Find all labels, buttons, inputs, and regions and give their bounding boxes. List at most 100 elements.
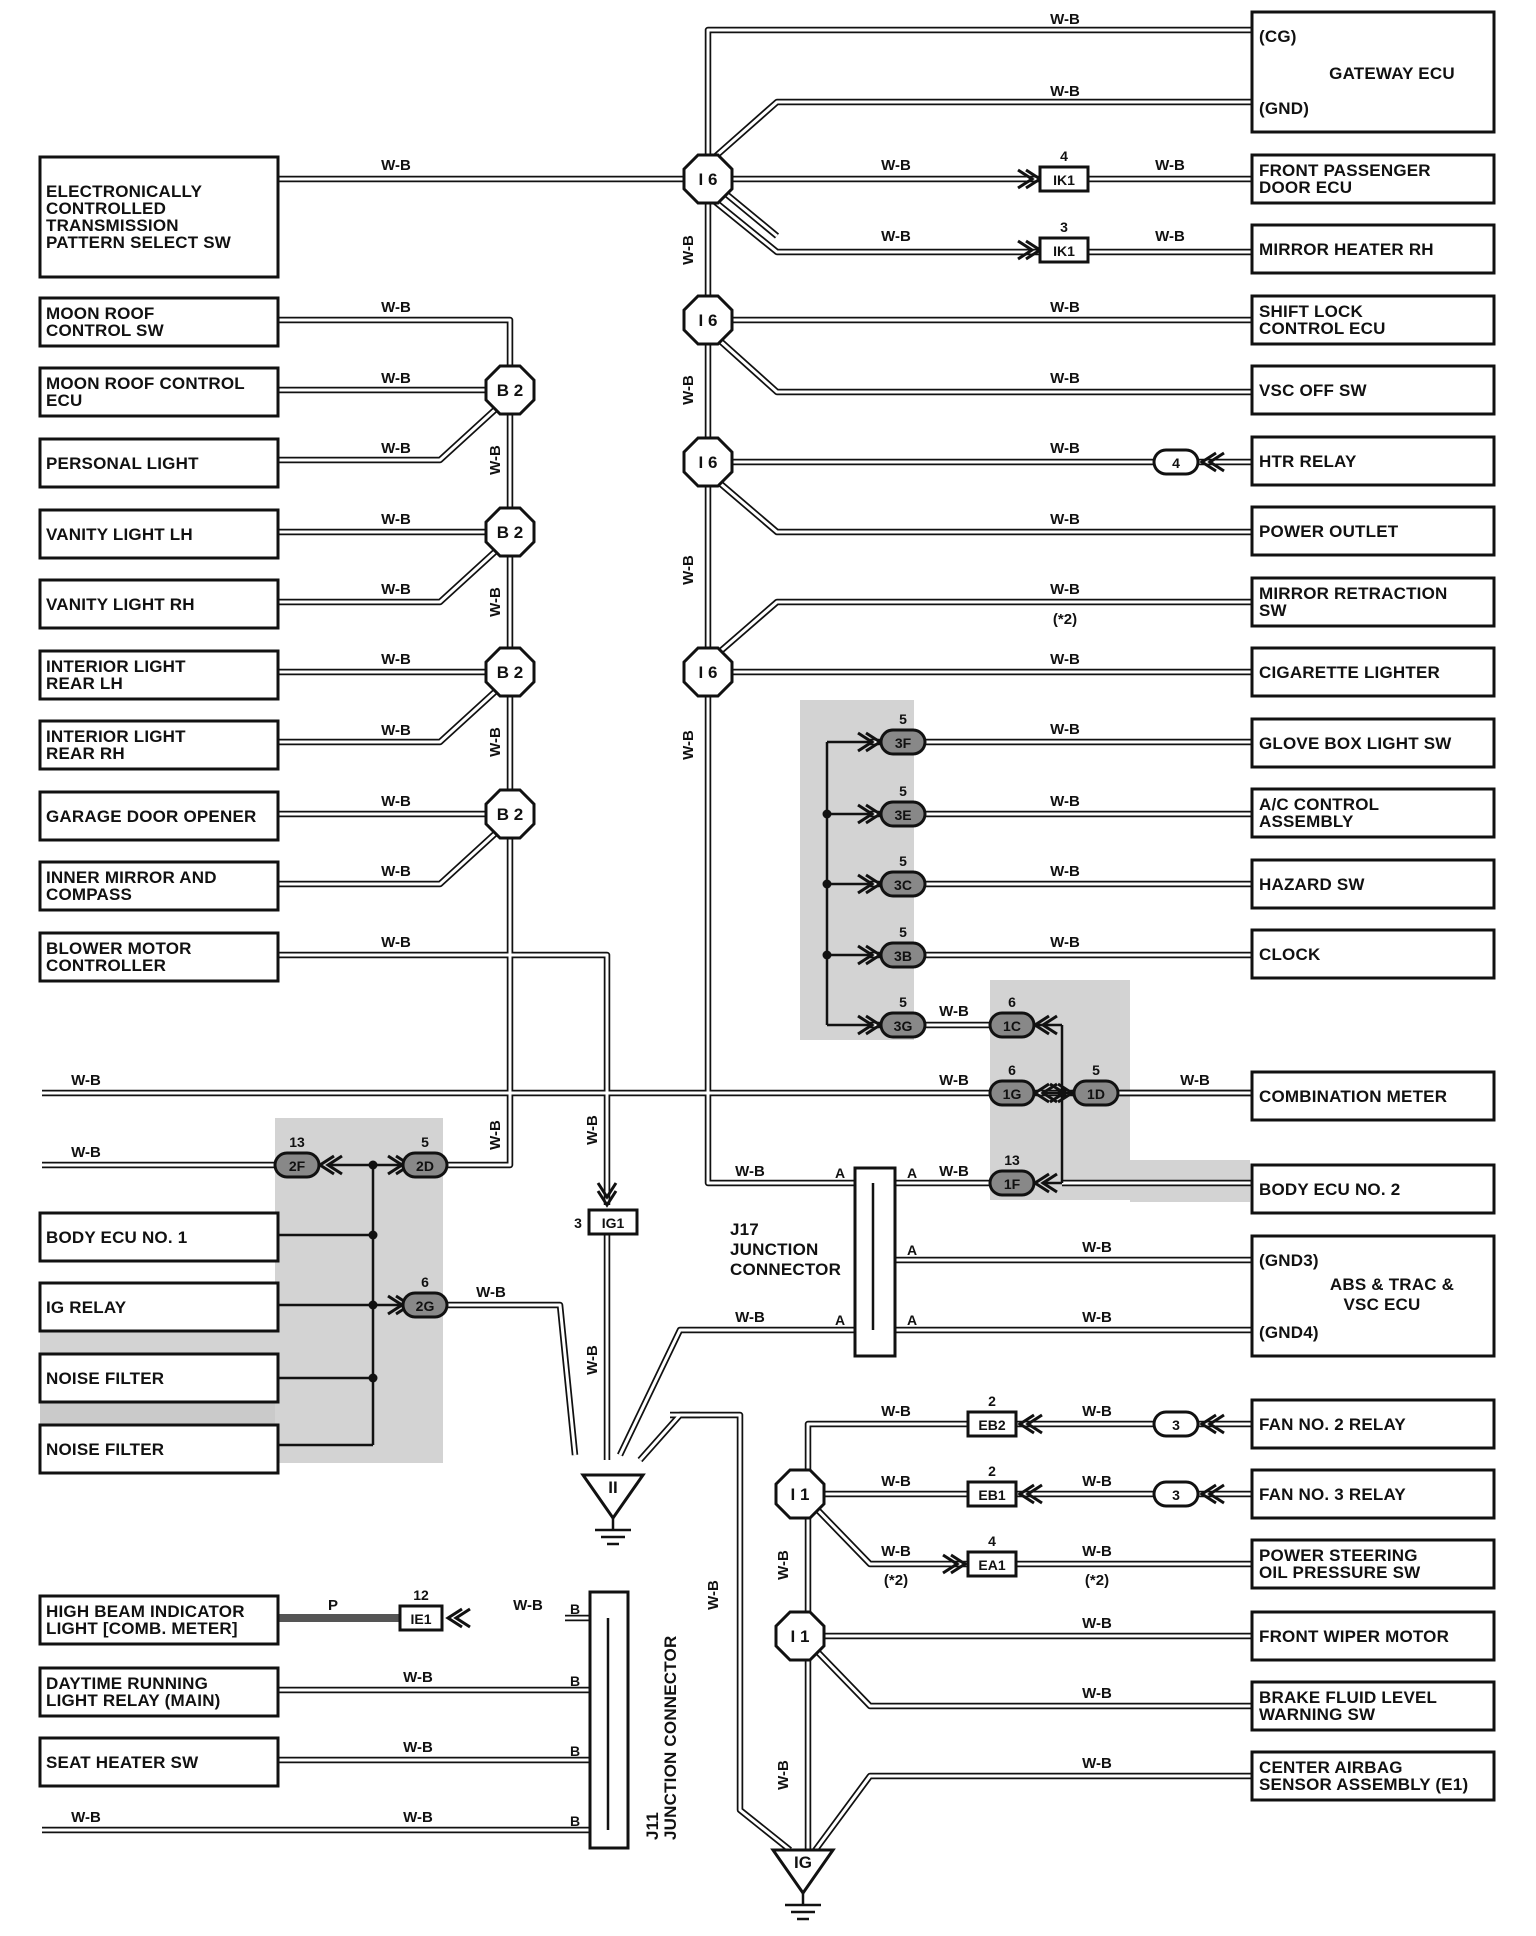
svg-text:A: A — [907, 1312, 917, 1328]
wire-34 — [805, 1497, 1252, 1568]
right-box-15-title2: VSC ECU — [1344, 1295, 1421, 1314]
right-box-20 — [1250, 1680, 1496, 1732]
splice-b2-2-label: B 2 — [497, 663, 523, 682]
connector-ig1-pin: 3 — [574, 1215, 582, 1231]
wire-0 — [704, 26, 1252, 1187]
left-box-0 — [38, 155, 280, 279]
connector-fan2-3 — [1152, 1410, 1200, 1438]
connector-2g-pin: 6 — [421, 1274, 429, 1290]
right-box-17-label: FAN NO. 3 RELAY — [1259, 1485, 1406, 1504]
connector-htr-4-label: 4 — [1172, 455, 1180, 471]
connector-fan2-3-label: 3 — [1172, 1417, 1180, 1433]
wire-label-29: W-B — [1180, 1072, 1210, 1089]
left-box-6 — [38, 649, 280, 701]
connector-ie1-label: IE1 — [410, 1611, 431, 1627]
right-box-15-top: (GND3) — [1259, 1251, 1319, 1270]
right-box-7-line-1: SW — [1259, 601, 1288, 620]
wire-label-4: W-B — [881, 228, 911, 245]
right-box-10-line-0: A/C CONTROL — [1259, 795, 1379, 814]
right-box-1-line-1: DOOR ECU — [1259, 178, 1352, 197]
wire-9 — [705, 598, 1252, 665]
left-box-16-line-0: DAYTIME RUNNING — [46, 1674, 208, 1693]
wire-label-25: W-B — [1050, 863, 1080, 880]
left-box-0-line-1: CONTROLLED — [46, 199, 166, 218]
c1f-chevron — [1032, 1172, 1058, 1194]
c1d-chevron — [1049, 1082, 1075, 1104]
right-box-11 — [1250, 858, 1496, 910]
left-box-16 — [38, 1666, 280, 1718]
left-box-1 — [38, 296, 280, 348]
right-box-9-label: GLOVE BOX LIGHT SW — [1259, 734, 1452, 753]
connector-c3-3-pin: 5 — [899, 924, 907, 940]
note-ea1-left: (*2) — [884, 1572, 908, 1589]
svg-text:A: A — [835, 1312, 845, 1328]
wire-1 — [705, 98, 1252, 166]
wire-core-32 — [806, 1422, 1252, 1850]
wire-label-v-0: W-B — [680, 235, 697, 265]
wire-8 — [705, 470, 1252, 536]
wire-label-21: W-B — [381, 863, 411, 880]
splice-b2-0-label: B 2 — [497, 381, 523, 400]
wire-core-26 — [618, 1328, 855, 1456]
right-box-1 — [1250, 153, 1496, 205]
left-box-11 — [38, 1211, 280, 1263]
connector-c3-0 — [879, 728, 927, 756]
wire-label-v-8: W-B — [584, 1115, 601, 1145]
connector-2g — [401, 1291, 449, 1319]
ground-ig: IG — [770, 1848, 836, 1921]
splice-b2-2 — [484, 646, 536, 698]
left-box-10 — [38, 931, 280, 983]
right-box-0-title: GATEWAY ECU — [1329, 64, 1455, 83]
connector-eb2 — [966, 1410, 1018, 1438]
right-box-14 — [1250, 1163, 1496, 1215]
splice-b2-3-label: B 2 — [497, 805, 523, 824]
splice-i1-0 — [774, 1468, 826, 1520]
left-box-12-label: IG RELAY — [46, 1298, 127, 1317]
wire-label-31: W-B — [71, 1144, 101, 1161]
wire-label-43: W-B — [1082, 1543, 1112, 1560]
right-box-17 — [1250, 1468, 1496, 1520]
j11-junction-connector: B B B B J11 JUNCTION CONNECTOR — [570, 1590, 680, 1850]
connector-1f-pin: 13 — [1004, 1152, 1020, 1168]
wire-label-41: W-B — [1082, 1473, 1112, 1490]
svg-text:JUNCTION: JUNCTION — [730, 1240, 819, 1259]
connectors: IK14IK1343F53E53C53B53G51C61G61D51F132F1… — [273, 148, 1225, 1632]
wire-label-38: W-B — [881, 1403, 911, 1420]
wire-label-8: W-B — [1050, 440, 1080, 457]
connector-2f-label: 2F — [289, 1158, 306, 1174]
right-box-7 — [1250, 576, 1496, 628]
wire-core-20 — [278, 818, 512, 886]
fan3-chevron — [1199, 1483, 1225, 1505]
connector-c3-2-label: 3C — [894, 877, 912, 893]
wire-core-34 — [806, 1498, 1252, 1566]
wire-core-24 — [440, 1303, 577, 1456]
left-box-15-line-0: HIGH BEAM INDICATOR — [46, 1602, 245, 1621]
svg-text:JUNCTION CONNECTOR: JUNCTION CONNECTOR — [661, 1636, 680, 1840]
right-box-0-top: (CG) — [1259, 27, 1297, 46]
left-box-16-line-1: LIGHT RELAY (MAIN) — [46, 1691, 221, 1710]
left-box-14 — [38, 1423, 280, 1475]
right-box-16-label: FAN NO. 2 RELAY — [1259, 1415, 1406, 1434]
wire-core-8 — [707, 471, 1252, 534]
connector-eb1-label: EB1 — [978, 1487, 1005, 1503]
connector-c3-4-label: 3G — [894, 1018, 913, 1034]
connector-c3-1 — [879, 800, 927, 828]
wire-label-18: W-B — [381, 651, 411, 668]
right-box-3-line-0: SHIFT LOCK — [1259, 302, 1364, 321]
connector-c3-4-pin: 5 — [899, 994, 907, 1010]
right-box-9 — [1250, 717, 1496, 769]
right-box-0 — [1250, 10, 1496, 134]
c1c-chevron — [1032, 1014, 1058, 1036]
right-box-10 — [1250, 787, 1496, 839]
connector-fan3-3 — [1152, 1480, 1200, 1508]
left-box-8 — [38, 790, 280, 842]
left-box-15-line-1: LIGHT [COMB. METER] — [46, 1619, 238, 1638]
svg-text:B: B — [570, 1673, 580, 1689]
wire-label-37: W-B — [735, 1309, 765, 1326]
connector-eb1-pin: 2 — [988, 1463, 996, 1479]
wire-core-3 — [707, 194, 1252, 254]
wire-label-6: W-B — [1050, 299, 1080, 316]
right-box-21 — [1250, 1750, 1496, 1802]
wire-label-30: W-B — [71, 1072, 101, 1089]
left-box-2 — [38, 366, 280, 418]
